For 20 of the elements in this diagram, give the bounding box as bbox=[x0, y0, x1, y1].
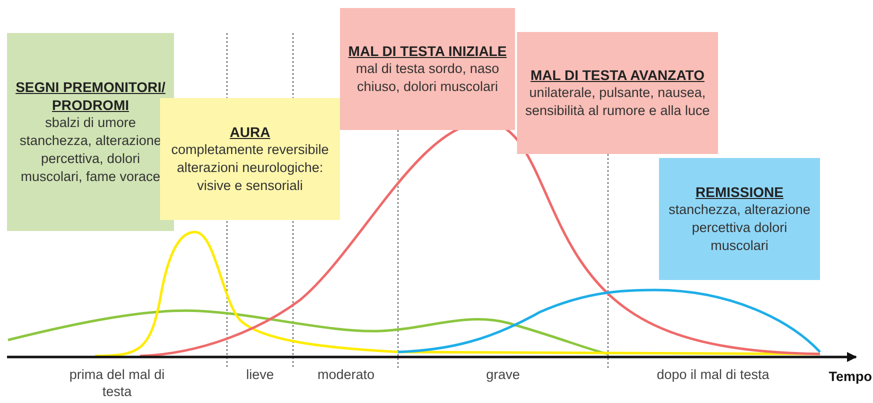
card-heading: SEGNI PREMONITORI/ PRODROMI bbox=[14, 78, 166, 114]
card-text: stanchezza, alterazione percettiva dolori muscolari bbox=[668, 201, 812, 255]
info-card bbox=[517, 32, 718, 154]
phase-label: dopo il mal di testa bbox=[656, 366, 770, 383]
phase-label: prima del mal di testa bbox=[68, 366, 166, 400]
card-text: mal di testa sordo, naso chiuso, dolori muscolari bbox=[354, 60, 500, 96]
card-text: completamente reversibile alterazioni neurologiche: visive e sensoriali bbox=[170, 141, 330, 195]
card-heading: REMISSIONE bbox=[696, 183, 784, 201]
axis-title: Tempo bbox=[828, 368, 872, 385]
phase-label: moderato bbox=[316, 366, 376, 383]
info-card bbox=[659, 158, 820, 280]
phase-label: grave bbox=[485, 366, 521, 383]
phase-label: lieve bbox=[245, 366, 275, 383]
card-text: unilaterale, pulsante, nausea, sensibilità al rumore e alla luce bbox=[524, 84, 711, 120]
card-text: sbalzi di umore stanchezza, alterazione percettiva, dolori muscolari, fame vorace bbox=[18, 114, 162, 186]
card-heading: AURA bbox=[230, 123, 270, 141]
card-heading: MAL DI TESTA AVANZATO bbox=[530, 66, 704, 84]
info-card bbox=[340, 8, 515, 130]
info-card bbox=[160, 98, 340, 220]
card-heading: MAL DI TESTA INIZIALE bbox=[348, 42, 507, 60]
